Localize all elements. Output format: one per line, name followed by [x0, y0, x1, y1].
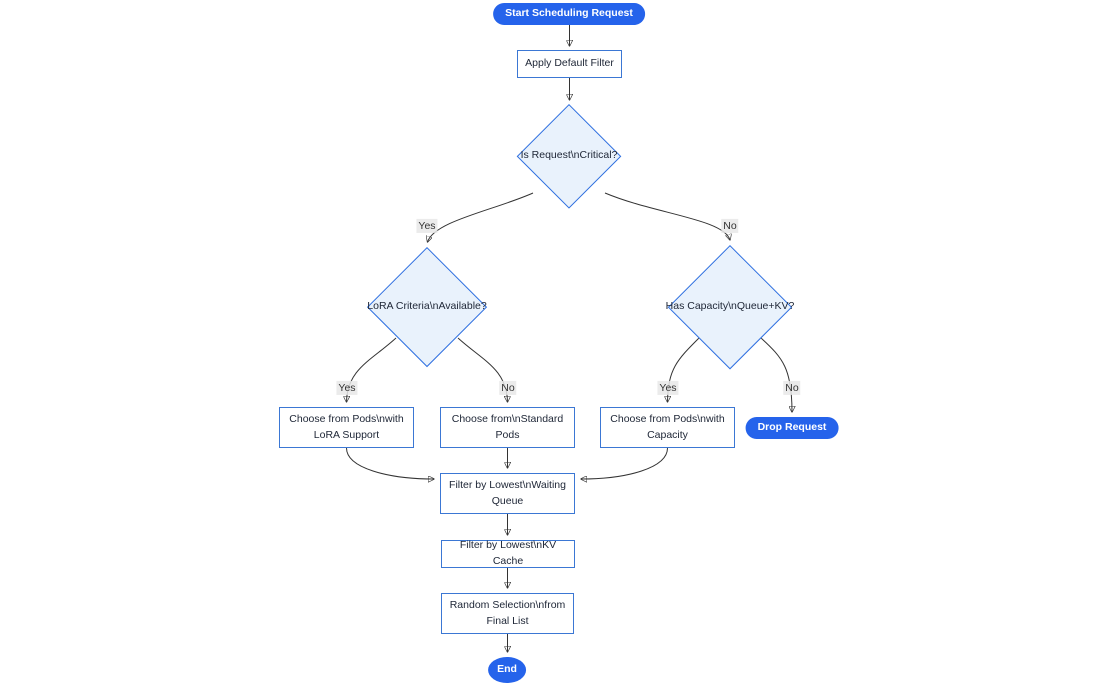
node-apply-default-filter-label: Apply Default Filter	[525, 57, 614, 70]
edge-label-capacity-no: No	[783, 380, 801, 396]
node-choose-lora-pods: Choose from Pods\nwith LoRA Support	[279, 407, 414, 448]
decision-is-request-critical-label: Is Request\nCritical?	[520, 149, 618, 162]
decision-has-capacity: Has Capacity\nQueue+KV?	[665, 245, 795, 369]
node-apply-default-filter: Apply Default Filter	[517, 50, 622, 78]
edge-label-capacity-yes: Yes	[657, 380, 679, 396]
edge-label-critical-yes: Yes	[416, 218, 438, 234]
node-filter-kv-cache-label: Filter by Lowest\nKV Cache	[459, 539, 557, 567]
node-filter-kv-cache: Filter by Lowest\nKV Cache	[441, 539, 575, 568]
decision-lora-criteria-available-label: LoRA Criteria\nAvailable?	[367, 300, 487, 313]
node-drop-request: Drop Request	[745, 417, 839, 439]
node-end: End	[488, 657, 526, 683]
edge-critical-no-to-capacity	[604, 192, 730, 240]
edge-label-lora-yes: Yes	[336, 380, 358, 396]
node-filter-waiting-queue-label: Filter by Lowest\nWaiting Queue	[449, 478, 566, 507]
node-choose-standard-pods: Choose from\nStandard Pods	[440, 407, 575, 448]
node-filter-waiting-queue: Filter by Lowest\nWaiting Queue	[440, 473, 575, 514]
node-choose-standard-pods-label: Choose from\nStandard Pods	[451, 412, 564, 441]
edge-choose-lora-to-filter-wq	[346, 447, 435, 479]
edge-label-lora-no: No	[499, 380, 517, 396]
node-start: Start Scheduling Request	[493, 3, 645, 25]
node-drop-request-label: Drop Request	[757, 421, 827, 434]
node-choose-capacity-pods-label: Choose from Pods\nwith Capacity	[610, 412, 725, 441]
decision-is-request-critical: Is Request\nCritical?	[517, 104, 621, 208]
node-random-selection-label: Random Selection\nfrom Final List	[449, 598, 566, 627]
decision-has-capacity-label: Has Capacity\nQueue+KV?	[665, 300, 795, 313]
node-start-label: Start Scheduling Request	[505, 7, 633, 20]
node-choose-lora-pods-label: Choose from Pods\nwith LoRA Support	[289, 412, 404, 441]
edge-choose-capacity-to-filter-wq	[581, 447, 668, 479]
node-end-label: End	[497, 663, 517, 676]
node-random-selection: Random Selection\nfrom Final List	[441, 593, 574, 634]
node-choose-capacity-pods: Choose from Pods\nwith Capacity	[600, 407, 735, 448]
decision-lora-criteria-available: LoRA Criteria\nAvailable?	[367, 247, 487, 367]
edge-label-critical-no: No	[721, 218, 739, 234]
